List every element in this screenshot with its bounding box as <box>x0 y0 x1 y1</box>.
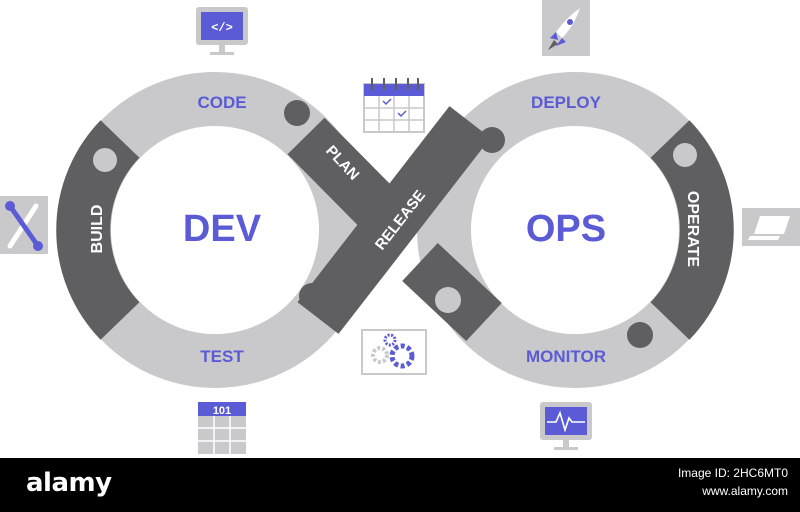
laptop-icon <box>742 208 800 246</box>
ops-label: OPS <box>526 208 606 250</box>
stage-deploy-label: DEPLOY <box>531 93 602 112</box>
stage-test-label: TEST <box>200 347 244 366</box>
code-monitor-icon: </> <box>196 7 248 55</box>
test-icon-header: 101 <box>213 405 231 417</box>
dev-label: DEV <box>183 208 262 250</box>
site-url: www.alamy.com <box>702 484 788 498</box>
stage-code-label: CODE <box>197 93 246 112</box>
calendar-icon <box>363 78 425 133</box>
heartbeat-monitor-icon <box>540 402 592 450</box>
code-glyph: </> <box>211 21 233 35</box>
puzzle-knob <box>284 100 310 126</box>
rocket-icon <box>542 0 590 56</box>
gears-icon <box>361 329 427 375</box>
stage-operate-label: OPERATE <box>684 191 701 267</box>
table-101-icon: 101 <box>198 402 246 454</box>
release-band <box>297 106 491 334</box>
stage-build-label: BUILD <box>89 205 106 254</box>
puzzle-knob <box>93 148 117 172</box>
stage-monitor-label: MONITOR <box>526 347 606 366</box>
infinity-loop <box>56 72 734 388</box>
puzzle-knob <box>435 287 461 313</box>
puzzle-knob <box>137 325 163 351</box>
devops-infinity-diagram: DEV OPS CODE TEST DEPLOY MONITOR BUILD O… <box>0 0 800 454</box>
puzzle-knob <box>627 322 653 348</box>
image-id: Image ID: 2HC6MT0 <box>677 466 788 480</box>
puzzle-knob <box>479 127 505 153</box>
alamy-logo: alamy <box>26 468 112 498</box>
puzzle-knob <box>299 283 325 309</box>
footer-bar: alamy Image ID: 2HC6MT0 www.alamy.com <box>0 458 800 512</box>
tools-icon <box>0 196 48 254</box>
puzzle-knob <box>673 143 697 167</box>
